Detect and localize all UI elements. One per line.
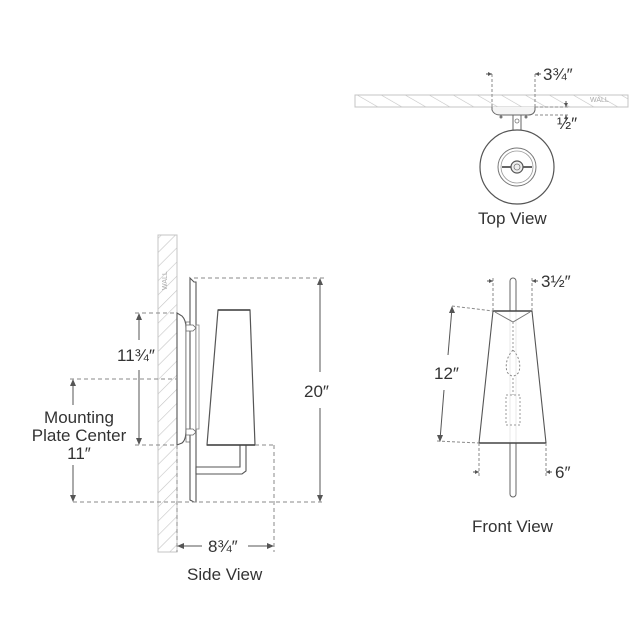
dim-backplate-height: 11¾″ (117, 346, 155, 365)
side-view (70, 234, 325, 553)
side-view-wall-label: WALL (162, 271, 169, 290)
dim-mounting-plate-center: Mounting Plate Center 11″ (24, 409, 134, 463)
front-view-title: Front View (472, 517, 553, 536)
front-view (436, 277, 552, 498)
side-view-title: Side View (187, 565, 263, 584)
mounting-label-line2: Plate Center (31, 426, 127, 445)
mounting-label-value: 11″ (67, 444, 91, 463)
dim-backplate-width: 3¾″ (543, 65, 573, 84)
dim-extension: 8¾″ (208, 537, 238, 556)
dim-shade-top-width: 3½″ (541, 272, 571, 291)
dim-overall-height: 20″ (304, 382, 329, 401)
dim-backplate-depth: ½″ (557, 114, 578, 133)
top-view-title: Top View (478, 209, 547, 228)
mounting-label-line1: Mounting (44, 408, 114, 427)
top-view (354, 72, 629, 205)
dim-shade-height: 12″ (434, 364, 459, 383)
dim-shade-bottom-width: 6″ (555, 463, 571, 482)
top-view-wall-label: WALL (590, 97, 609, 104)
side-view-shade (206, 309, 256, 446)
